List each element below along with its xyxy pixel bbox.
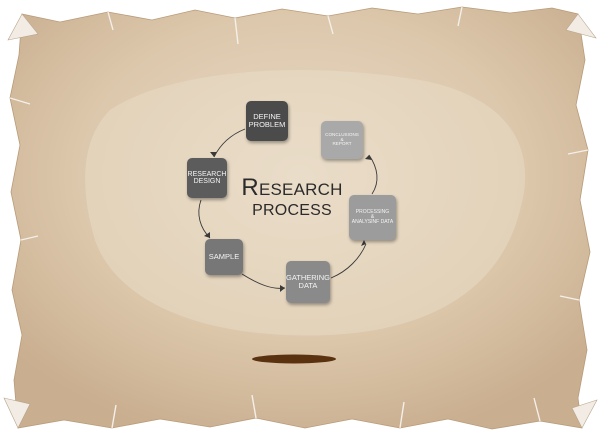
step-conclusions-report: CONCLUSIONS & REPORT xyxy=(321,121,363,159)
title-line-1: RESEARCH xyxy=(232,176,352,200)
ground-shadow xyxy=(252,354,336,364)
arrow-gathering-to-processing xyxy=(330,243,367,279)
title-line-2: PROCESS xyxy=(252,202,332,219)
step-sample: SAMPLE xyxy=(205,239,243,275)
arrow-processing-to-conclusions xyxy=(368,154,378,195)
step-label: SAMPLE xyxy=(208,252,240,262)
step-define-problem: DEFINE PROBLEM xyxy=(246,101,288,141)
step-label: PROCESSING & ANALYSINF DATA xyxy=(351,208,394,226)
step-processing-analysing-data: PROCESSING & ANALYSINF DATA xyxy=(349,195,396,240)
step-research-design: RESEARCH DESIGN xyxy=(187,158,227,198)
step-label: CONCLUSIONS & REPORT xyxy=(325,131,359,147)
title-rest: ESEARCH xyxy=(258,180,343,199)
step-gathering-data: GATHERING DATA xyxy=(286,261,330,303)
step-label: RESEARCH DESIGN xyxy=(187,170,227,185)
step-label: DEFINE PROBLEM xyxy=(248,112,286,129)
diagram-title: RESEARCH PROCESS xyxy=(232,176,352,219)
step-label: GATHERING DATA xyxy=(285,273,331,290)
title-initial: R xyxy=(241,174,259,201)
